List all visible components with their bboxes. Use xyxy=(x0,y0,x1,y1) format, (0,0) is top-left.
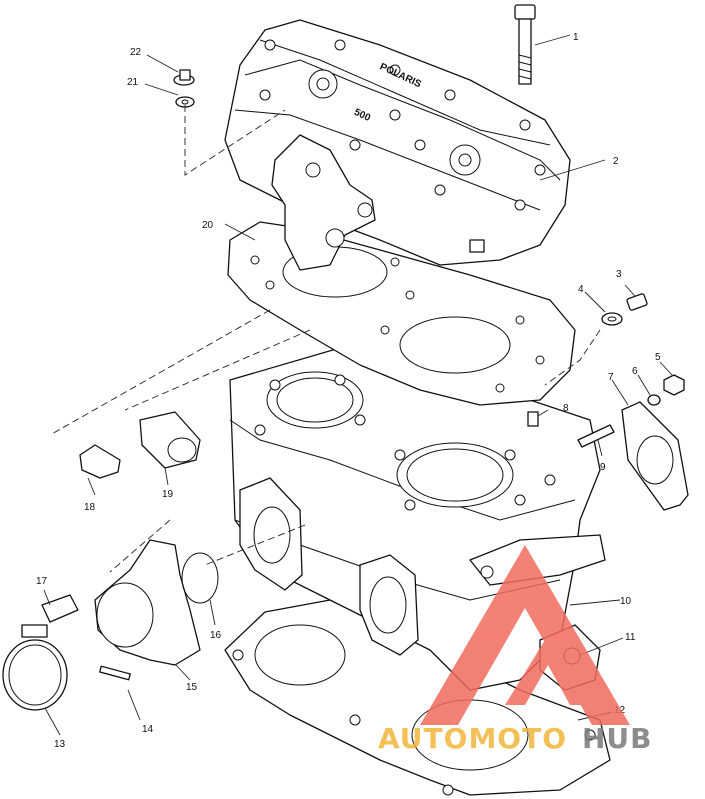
watermark-text-automoto: AUTOMOTO xyxy=(378,722,567,755)
centerlines xyxy=(49,105,601,573)
right-fasteners xyxy=(527,293,689,511)
callout-15: 15 xyxy=(186,682,198,693)
callout-14: 14 xyxy=(142,724,154,735)
callout-17: 17 xyxy=(36,576,48,587)
screw-washer-set xyxy=(173,69,195,108)
callout-4: 4 xyxy=(578,284,584,295)
fitting-17 xyxy=(41,594,131,681)
sensor-18 xyxy=(79,444,121,479)
callout-18: 18 xyxy=(84,502,96,513)
water-elbow xyxy=(94,539,219,666)
callout-16: 16 xyxy=(210,630,222,641)
callout-19: 19 xyxy=(162,489,174,500)
callout-7: 7 xyxy=(608,372,614,383)
callout-20: 20 xyxy=(202,220,214,231)
callout-1: 1 xyxy=(573,32,579,43)
callout-13: 13 xyxy=(54,739,66,750)
automotohub-watermark: AUTOMOTO HUB xyxy=(378,545,653,755)
callout-5: 5 xyxy=(655,352,661,363)
callout-22: 22 xyxy=(130,47,142,58)
callout-9: 9 xyxy=(600,462,606,473)
callout-21: 21 xyxy=(127,77,139,88)
callout-3: 3 xyxy=(616,269,622,280)
clamp-13 xyxy=(2,624,68,711)
callouts: 1 2 3 4 5 6 7 8 9 10 11 12 13 14 15 16 1… xyxy=(36,32,673,750)
callout-6: 6 xyxy=(632,366,638,377)
callout-11: 11 xyxy=(625,632,636,643)
watermark-text-hub: HUB xyxy=(582,722,653,755)
callout-10: 10 xyxy=(620,596,632,607)
watermark-triangle-inner xyxy=(505,640,590,705)
cylinder-head xyxy=(224,19,571,271)
head-bolt xyxy=(514,4,536,85)
watermark-triangle-outer xyxy=(420,545,630,725)
callout-2: 2 xyxy=(613,156,619,167)
callout-8: 8 xyxy=(563,403,569,414)
sleeve-19 xyxy=(139,411,201,469)
